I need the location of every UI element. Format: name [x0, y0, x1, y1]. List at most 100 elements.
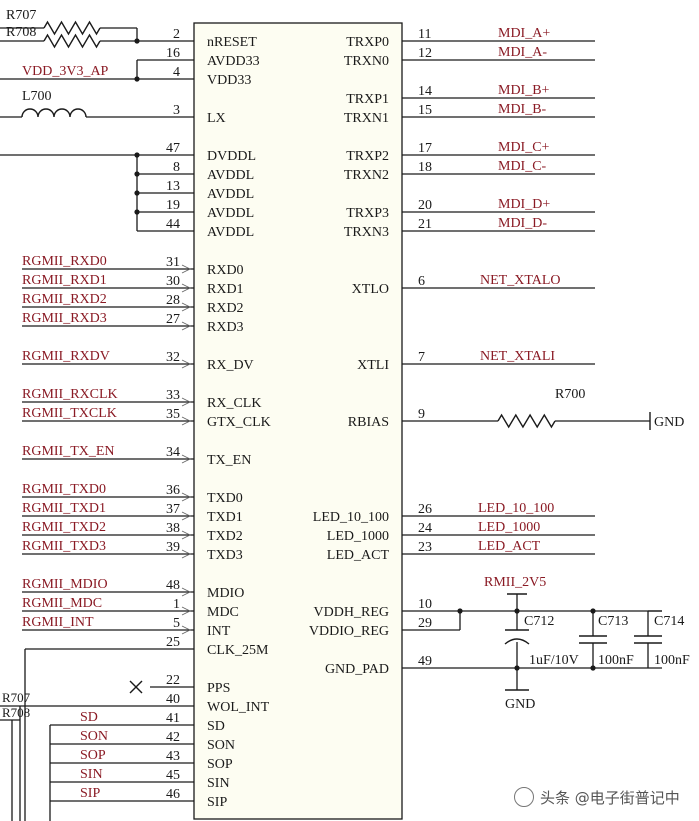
- pin-name-right: GND_PAD: [325, 662, 389, 677]
- net-label-left: RGMII_RXD0: [22, 254, 107, 269]
- pin-name-left: RXD0: [207, 263, 244, 278]
- net-label-right: MDI_A+: [498, 26, 550, 41]
- pin-name-left: AVDDL: [207, 225, 254, 240]
- pin-name-left: WOL_INT: [207, 700, 270, 715]
- pin-number-left: 2: [173, 27, 180, 42]
- pin-arrow: [181, 264, 192, 274]
- pin-number-left: 42: [166, 730, 180, 745]
- net-label-left: SON: [80, 729, 108, 744]
- junction-dot: [590, 608, 596, 614]
- l700-label: L700: [22, 89, 52, 104]
- net-label-left: RGMII_RXD3: [22, 311, 107, 326]
- net-label-right: MDI_C-: [498, 159, 547, 174]
- watermark: 头条 @电子街普记中: [514, 786, 694, 808]
- pin-number-left: 41: [166, 711, 180, 726]
- pin-number-right: 9: [418, 407, 425, 422]
- pin-number-left: 27: [166, 312, 180, 327]
- pin-name-right: LED_ACT: [327, 548, 390, 563]
- resistor-r700: [497, 413, 556, 429]
- pin-name-right: TRXP2: [346, 149, 389, 164]
- pin-name-left: nRESET: [207, 35, 257, 50]
- pin-arrow: [181, 511, 192, 521]
- net-label-right: MDI_D-: [498, 216, 547, 231]
- pin-number-right: 7: [418, 350, 425, 365]
- net-label-left: SOP: [80, 748, 106, 763]
- pin-number-left: 19: [166, 198, 180, 213]
- r708-label: R708: [6, 25, 36, 40]
- net-label-left: RGMII_TXD3: [22, 539, 106, 554]
- pin-number-left: 34: [166, 445, 180, 460]
- pin-name-left: SIN: [207, 776, 230, 791]
- pin-name-right: LED_10_100: [313, 510, 389, 525]
- pin-number-left: 43: [166, 749, 180, 764]
- rmii-2v5-label: RMII_2V5: [484, 575, 546, 590]
- pin-number-left: 36: [166, 483, 180, 498]
- junction-dot: [514, 608, 520, 614]
- pin-name-left: RX_DV: [207, 358, 254, 373]
- net-label-left: RGMII_TXD1: [22, 501, 106, 516]
- pin-name-left: AVDDL: [207, 206, 254, 221]
- net-label-left: RGMII_TXD0: [22, 482, 106, 497]
- cap-plate-curved: [504, 638, 530, 645]
- pin-arrow: [181, 492, 192, 502]
- chip-body: [193, 22, 403, 820]
- net-label-right: LED_1000: [478, 520, 540, 535]
- pin-number-right: 12: [418, 46, 432, 61]
- junction-dot: [134, 209, 140, 215]
- pin-number-left: 46: [166, 787, 180, 802]
- pin-name-left: MDC: [207, 605, 239, 620]
- pin-name-right: XTLI: [357, 358, 389, 373]
- pin-number-left: 28: [166, 293, 180, 308]
- net-label-right: LED_10_100: [478, 501, 554, 516]
- junction-dot: [134, 76, 140, 82]
- gnd-label-rbias: GND: [654, 415, 684, 430]
- pin-number-left: 16: [166, 46, 180, 61]
- pin-name-left: TX_EN: [207, 453, 251, 468]
- pin-number-right: 20: [418, 198, 432, 213]
- pin-name-right: TRXP0: [346, 35, 389, 50]
- pin-number-left: 8: [173, 160, 180, 175]
- pin-name-right: TRXN2: [344, 168, 389, 183]
- pin-name-left: MDIO: [207, 586, 244, 601]
- junction-dot: [590, 665, 596, 671]
- pin-arrow: [181, 302, 192, 312]
- pin-name-left: SIP: [207, 795, 227, 810]
- toutiao-logo-icon: [514, 787, 534, 807]
- net-label-right: MDI_D+: [498, 197, 550, 212]
- pin-name-left: CLK_25M: [207, 643, 269, 658]
- net-label-left: RGMII_TXD2: [22, 520, 106, 535]
- pin-number-right: 49: [418, 654, 432, 669]
- net-label-left: RGMII_RXDV: [22, 349, 110, 364]
- no-connect-mark: [129, 680, 143, 694]
- pin-arrow: [181, 454, 192, 464]
- pin-number-left: 3: [173, 103, 180, 118]
- c713-value: 100nF: [598, 653, 634, 668]
- pin-name-left: TXD0: [207, 491, 243, 506]
- c712-value: 1uF/10V: [529, 653, 579, 668]
- pin-number-left: 45: [166, 768, 180, 783]
- resistor-r708: [43, 33, 101, 49]
- pin-number-right: 15: [418, 103, 432, 118]
- pin-name-left: RXD2: [207, 301, 244, 316]
- net-label-right: NET_XTALO: [480, 273, 561, 288]
- junction-dot: [134, 38, 140, 44]
- r707-label-lower: R707: [2, 690, 31, 705]
- net-label-left: RGMII_RXD1: [22, 273, 107, 288]
- net-label-left: SIP: [80, 786, 100, 801]
- c713-label: C713: [598, 614, 628, 629]
- resistor-r707: [43, 20, 101, 36]
- pin-name-left: SOP: [207, 757, 233, 772]
- pin-number-right: 10: [418, 597, 432, 612]
- net-label-left: RGMII_RXCLK: [22, 387, 118, 402]
- pin-number-right: 29: [418, 616, 432, 631]
- r700-label: R700: [555, 387, 585, 402]
- net-label-right: MDI_A-: [498, 45, 547, 60]
- pin-number-left: 30: [166, 274, 180, 289]
- pin-arrow: [181, 606, 192, 616]
- pin-number-left: 40: [166, 692, 180, 707]
- pin-name-left: GTX_CLK: [207, 415, 271, 430]
- pin-number-left: 37: [166, 502, 180, 517]
- pin-arrow: [181, 530, 192, 540]
- pin-name-left: TXD2: [207, 529, 243, 544]
- pin-name-left: AVDD33: [207, 54, 260, 69]
